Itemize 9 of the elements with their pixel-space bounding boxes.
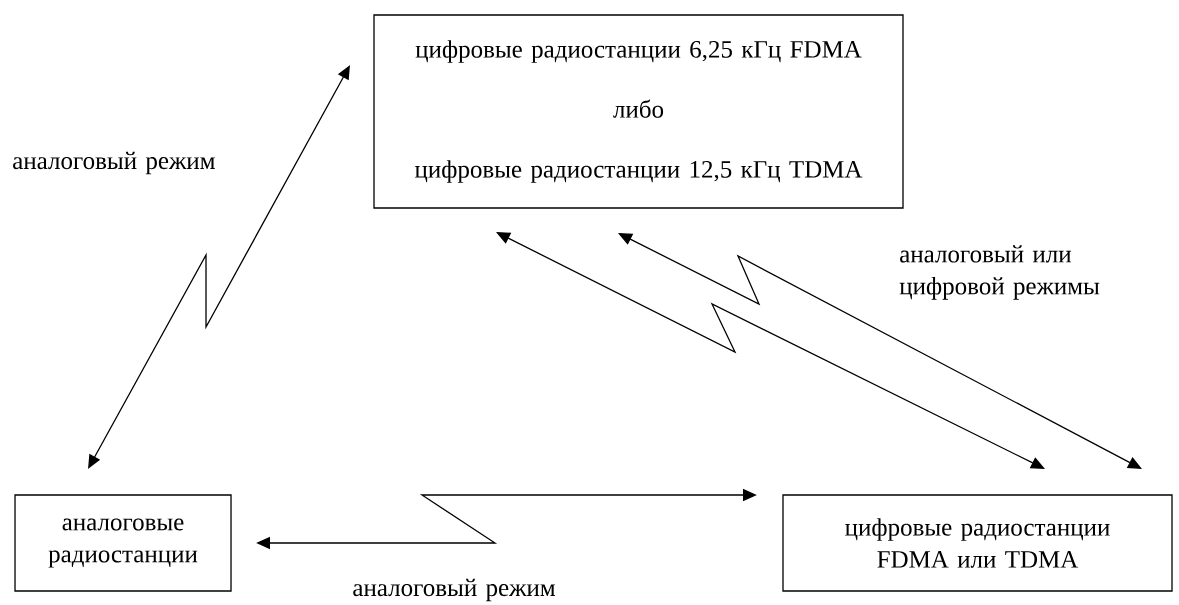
lightning-arrow	[88, 65, 350, 469]
radio-box: цифровые радиостанции 6,25 кГц FDMA либо цифровые радиостанции 12,5 кГц TDMA	[373, 14, 904, 209]
lightning-arrow	[496, 232, 1045, 469]
lightning-arrow	[618, 233, 1142, 469]
edge-label: аналоговый режим	[13, 151, 215, 175]
radio-box: цифровые радиостанции FDMA или TDMA	[782, 494, 1173, 592]
radio-box: аналоговые радиостанции	[14, 494, 232, 592]
edge-label: аналоговый режим	[353, 578, 556, 602]
edge-label: аналоговый или цифровой режимы	[899, 245, 1100, 300]
